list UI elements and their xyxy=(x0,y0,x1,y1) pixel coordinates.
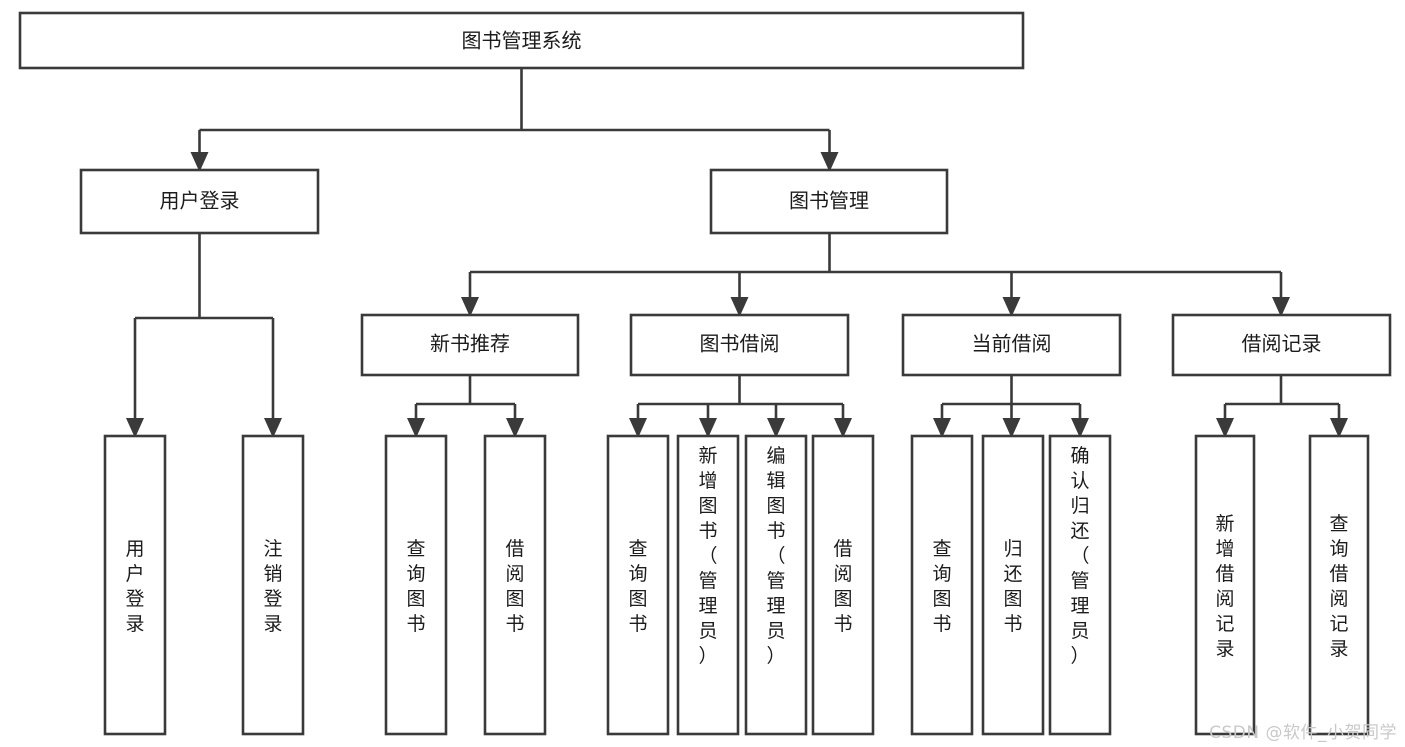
leaf-query-record-label: 查询借阅记录 xyxy=(1329,513,1348,660)
node-user-login-label: 用户登录 xyxy=(160,189,240,213)
connector-group-root xyxy=(190,68,839,172)
leaf-node-layer: 用户登录 注销登录 查询图书 借阅图书 查询图书 新增图书（管理员） 编辑图书（管理员） 借阅… xyxy=(103,434,1370,736)
leaf-query-book-3-label: 查询图书 xyxy=(932,538,951,635)
node-book-manage[interactable]: 图书管理 xyxy=(709,168,949,235)
leaf-user-login[interactable]: 用户登录 xyxy=(103,434,167,736)
connector-group-user-login xyxy=(126,233,282,438)
leaf-return-book[interactable]: 归还图书 xyxy=(981,434,1045,736)
leaf-return-book-label: 归还图书 xyxy=(1003,538,1022,635)
leaf-borrow-book-1-label: 借阅图书 xyxy=(505,538,524,635)
connector-group-borrow-record xyxy=(1216,375,1348,438)
node-current-borrow-label: 当前借阅 xyxy=(972,332,1052,356)
node-borrow-record-label: 借阅记录 xyxy=(1242,332,1322,356)
node-user-login[interactable]: 用户登录 xyxy=(79,168,320,235)
leaf-edit-book-label: 编辑图书（管理员） xyxy=(766,445,785,667)
leaf-query-book-3[interactable]: 查询图书 xyxy=(910,434,974,736)
leaf-confirm-return[interactable]: 确认归还（管理员） xyxy=(1048,434,1112,736)
leaf-add-record-label: 新增借阅记录 xyxy=(1215,513,1234,660)
leaf-query-book-1-label: 查询图书 xyxy=(406,538,425,635)
leaf-query-book-2[interactable]: 查询图书 xyxy=(606,434,670,736)
leaf-add-book[interactable]: 新增图书（管理员） xyxy=(676,434,740,736)
leaf-query-book-1[interactable]: 查询图书 xyxy=(384,434,448,736)
node-book-borrow[interactable]: 图书借阅 xyxy=(629,313,850,377)
node-root-label: 图书管理系统 xyxy=(462,29,582,53)
leaf-edit-book[interactable]: 编辑图书（管理员） xyxy=(744,434,808,736)
csdn-watermark: CSDN @软件_小贺同学 xyxy=(1209,723,1397,743)
node-book-borrow-label: 图书借阅 xyxy=(700,332,780,356)
leaf-borrow-book-2-label: 借阅图书 xyxy=(833,538,852,635)
node-borrow-record[interactable]: 借阅记录 xyxy=(1171,313,1392,377)
leaf-confirm-return-label: 确认归还（管理员） xyxy=(1070,445,1089,667)
leaf-user-login-label: 用户登录 xyxy=(125,538,144,635)
leaf-query-record[interactable]: 查询借阅记录 xyxy=(1308,434,1370,736)
node-current-borrow[interactable]: 当前借阅 xyxy=(901,313,1122,377)
node-new-book-rec[interactable]: 新书推荐 xyxy=(360,313,580,377)
leaf-add-book-label: 新增图书（管理员） xyxy=(698,445,717,667)
connector-group-new-book-rec xyxy=(407,375,524,438)
leaf-logout-label: 注销登录 xyxy=(263,538,282,635)
connector-group-book-manage xyxy=(461,233,1290,317)
connector-group-current-borrow xyxy=(933,375,1089,438)
connector-group-book-borrow xyxy=(629,375,852,438)
leaf-query-book-2-label: 查询图书 xyxy=(628,538,647,635)
leaf-borrow-book-1[interactable]: 借阅图书 xyxy=(483,434,547,736)
node-book-manage-label: 图书管理 xyxy=(789,189,869,213)
node-new-book-rec-label: 新书推荐 xyxy=(430,332,510,356)
leaf-logout[interactable]: 注销登录 xyxy=(241,434,305,736)
leaf-borrow-book-2[interactable]: 借阅图书 xyxy=(811,434,875,736)
leaf-add-record[interactable]: 新增借阅记录 xyxy=(1194,434,1256,736)
node-root[interactable]: 图书管理系统 xyxy=(18,11,1025,70)
